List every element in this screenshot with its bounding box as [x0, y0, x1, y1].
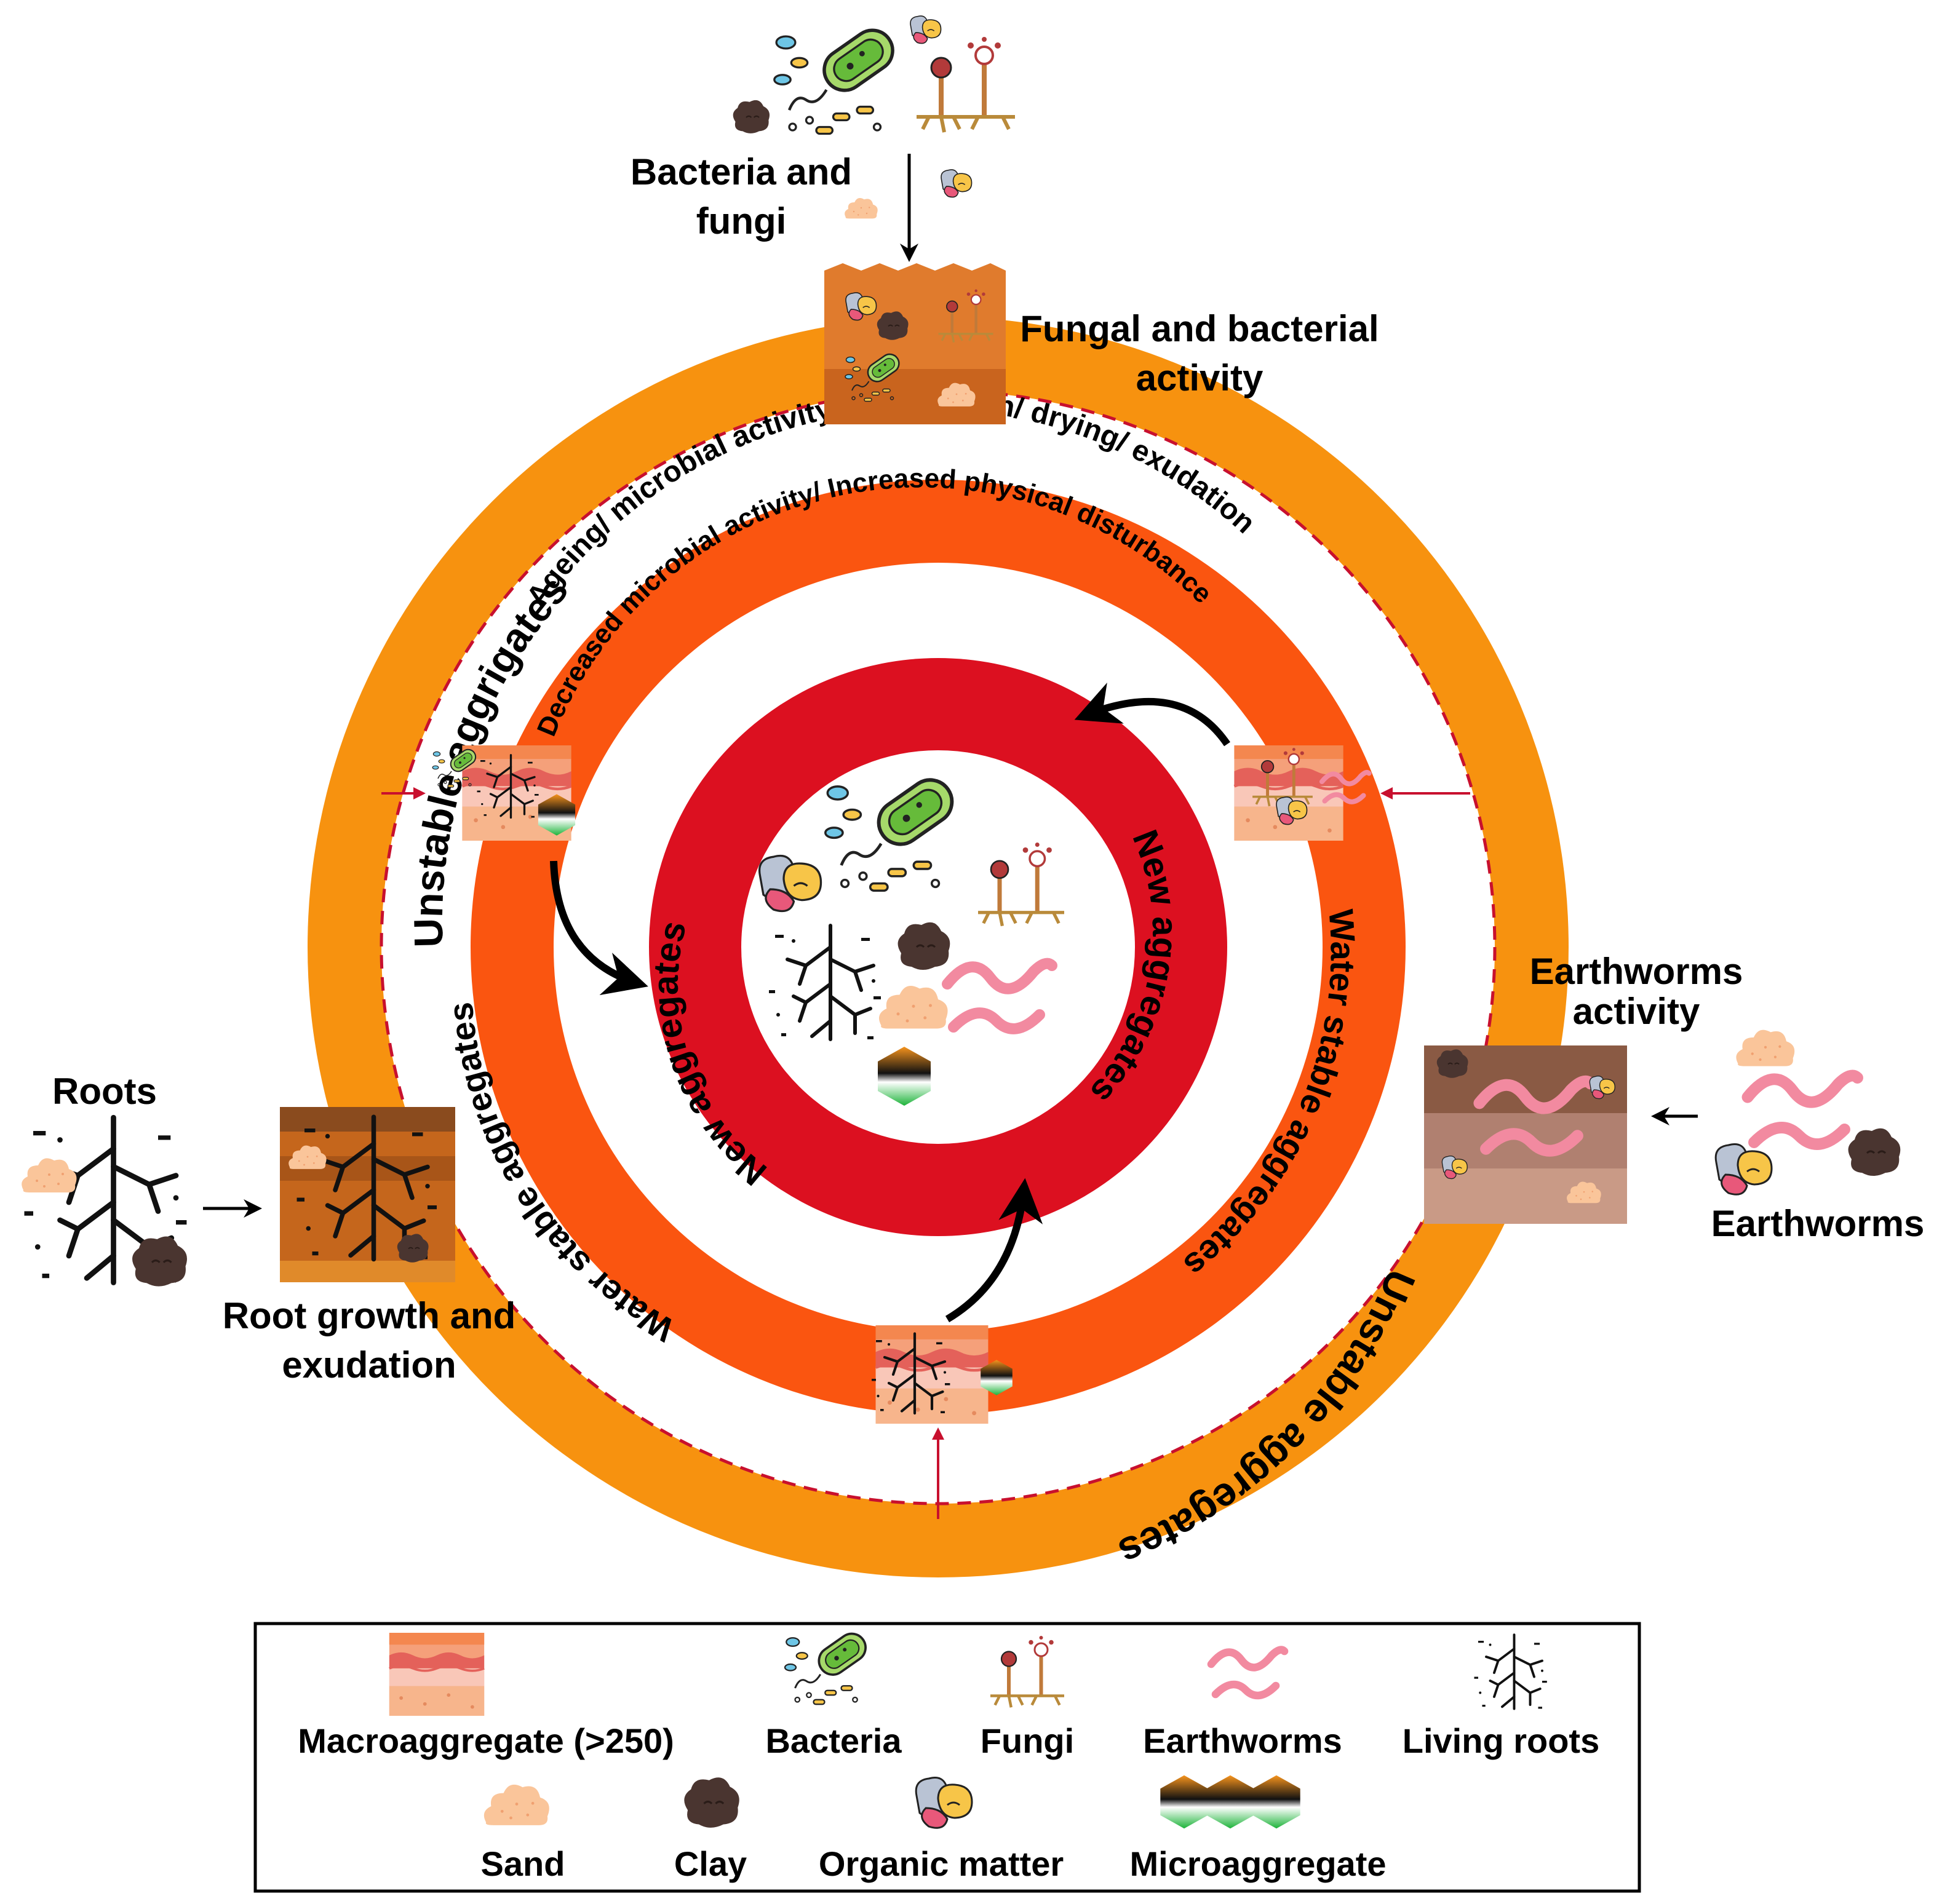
root-soil-tile [280, 1107, 455, 1282]
fungal-activity-label-line2: activity [1136, 357, 1263, 399]
driver-arrows [203, 154, 1698, 1218]
roots-source-icons [22, 1117, 187, 1288]
formation-arrows [550, 682, 1230, 1323]
legend-label-sand: Sand [481, 1844, 565, 1883]
bacteria-fungi-label-line2: fungi [696, 200, 787, 242]
legend: Macroaggregate (>250) Bacteria Fungi Ear… [253, 1622, 1641, 1893]
legend-box [253, 1622, 1641, 1893]
roots-label: Roots [52, 1071, 157, 1112]
legend-label-living-roots: Living roots [1403, 1721, 1599, 1760]
legend-label-organic-matter: Organic matter [819, 1844, 1064, 1883]
legend-label-clay: Clay [674, 1844, 747, 1883]
earthworm-activity-label-line1: Earthworms [1530, 951, 1743, 992]
earthworms-source-icons [1714, 1029, 1901, 1196]
earthworms-label: Earthworms [1711, 1203, 1925, 1244]
earthworm-soil-tile [1424, 1045, 1627, 1224]
fungal-bacterial-soil-tile [824, 263, 1006, 424]
legend-label-macroaggregate: Macroaggregate (>250) [298, 1721, 674, 1760]
legend-label-fungi: Fungi [981, 1721, 1074, 1760]
bacteria-fungi-label-line1: Bacteria and [631, 151, 852, 192]
macroaggregate-icon [388, 1633, 486, 1716]
earthworm-activity-label-line2: activity [1573, 991, 1700, 1032]
legend-label-earthworms: Earthworms [1143, 1721, 1342, 1760]
root-activity-label-line1: Root growth and [223, 1295, 516, 1336]
root-activity-label-line2: exudation [282, 1344, 456, 1386]
fungal-activity-label-line1: Fungal and bacterial [1020, 308, 1379, 349]
dashed-boundary-arrows [381, 787, 1470, 1519]
legend-label-bacteria: Bacteria [765, 1721, 902, 1760]
legend-label-microaggregate: Microaggregate [1130, 1844, 1387, 1883]
